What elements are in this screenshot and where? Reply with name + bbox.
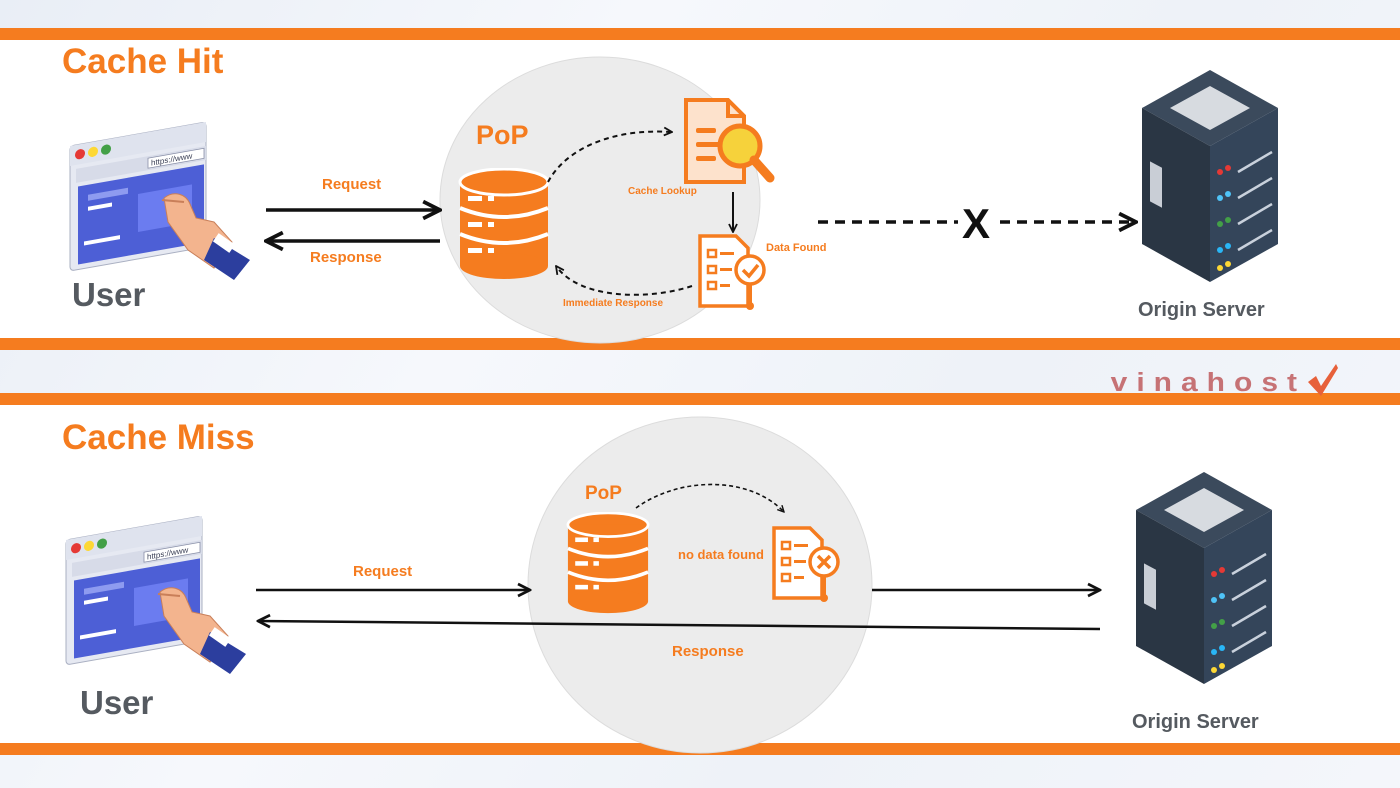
blocked-marker: X [962,200,991,247]
checklist-x-icon [772,526,840,602]
mid-orange-band-2 [0,393,1400,405]
vinahost-logo: vinahost [1111,362,1340,398]
document-search-icon [684,98,775,184]
top-orange-band [0,28,1400,40]
browser-touch-icon: https://www [69,121,250,280]
origin-label-miss: Origin Server [1132,711,1259,733]
database-icon [458,168,550,279]
mid-orange-band-1 [0,338,1400,350]
cache-miss-title: Cache Miss [62,418,255,457]
user-label-hit: User [72,276,146,313]
database-icon-miss [566,512,650,614]
checkmark-icon [1308,364,1338,396]
no-data-label: no data found [678,547,764,562]
server-rack-icon [1142,70,1278,282]
response-label-miss: Response [672,643,744,660]
immediate-response-arrow [556,266,693,296]
request-label-hit: Request [322,176,382,193]
origin-label-hit: Origin Server [1138,299,1265,321]
server-hit-rows [1237,150,1273,252]
pop-label-hit: PoP [476,120,529,150]
browser-touch-icon-miss: https://www [65,515,246,674]
cache-hit-title: Cache Hit [62,42,224,81]
response-label-hit: Response [310,249,382,266]
lookup-dashed-arrow [547,132,672,183]
immediate-response-label: Immediate Response [563,298,664,309]
cache-lookup-label: Cache Lookup [628,186,697,197]
request-label-miss: Request [353,563,413,580]
checklist-check-icon [698,234,766,310]
user-label-miss: User [80,684,154,721]
response-arrow-miss [258,621,1101,631]
data-found-label: Data Found [766,242,827,254]
logo-text: vinahost [1110,369,1306,398]
server-rack-icon-miss [1136,472,1272,684]
pop-label-miss: PoP [585,483,622,504]
lookup-dashed-arrow-miss [635,483,784,512]
